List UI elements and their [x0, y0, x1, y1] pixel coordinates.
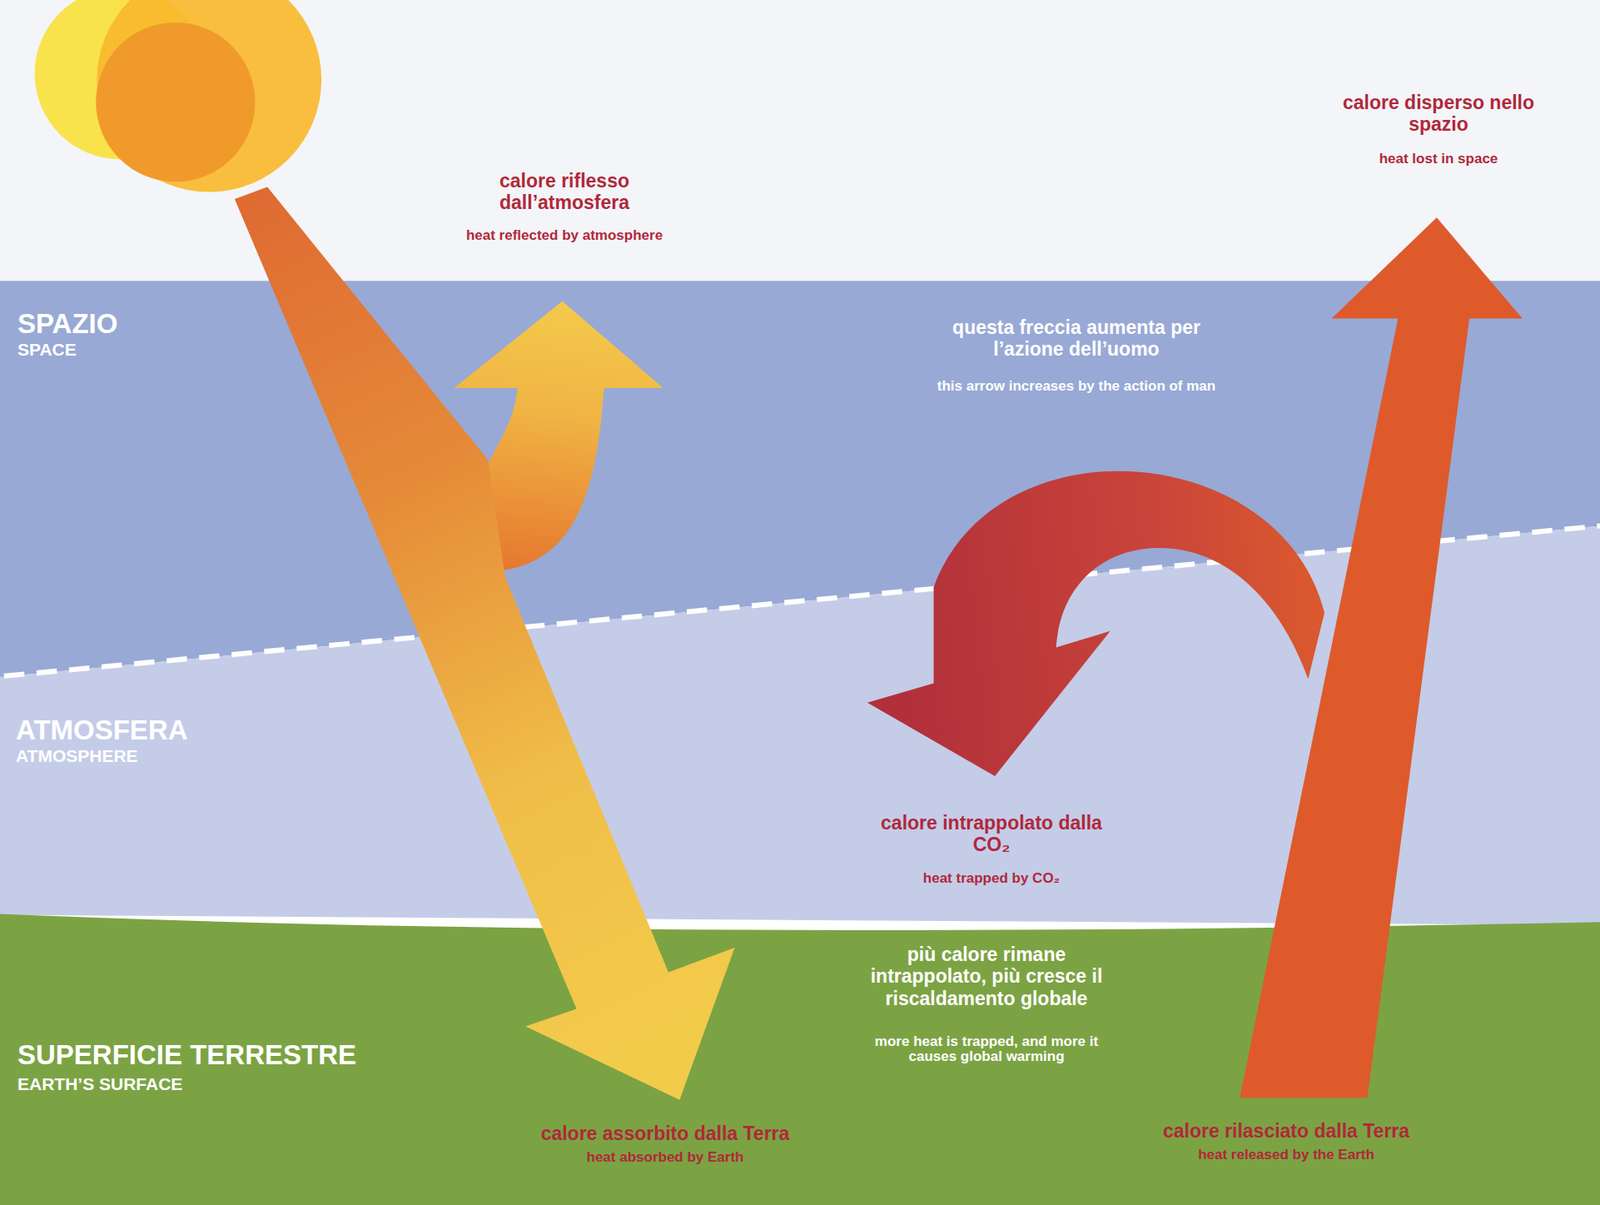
layer-name-english: EARTH’S SURFACE: [17, 1074, 183, 1093]
label-wrapper: heat released by the Earth: [1197, 1147, 1375, 1163]
arrow-label: calore disperso nello spazio: [1334, 91, 1543, 136]
arrow-label-english: heat lost in space: [1379, 151, 1499, 168]
label-wrapper: calore assorbito dalla Terra: [541, 1122, 791, 1144]
label-wrapper: SUPERFICIE TERRESTRE: [17, 1040, 357, 1069]
label-wrapper: calore rilasciato dalla Terra: [1162, 1120, 1410, 1142]
label-wrapper: this arrow increases by the action of ma…: [937, 378, 1216, 395]
label-wrapper: ATMOSFERA: [15, 715, 189, 744]
label-wrapper: heat lost in space: [1379, 151, 1499, 168]
sun-disc: [95, 22, 255, 182]
arrow-label: calore rilasciato dalla Terra: [1162, 1120, 1410, 1142]
arrow-label-english: heat reflected by atmosphere: [466, 228, 663, 244]
label-wrapper: heat trapped by CO₂: [923, 870, 1060, 887]
note-label: questa freccia aumenta per l’azione dell…: [943, 316, 1210, 361]
label-wrapper: più calore rimane intrappolato, più cres…: [847, 943, 1127, 1009]
arrow-label: calore riflesso dall’atmosfera: [452, 169, 677, 214]
layer-name: ATMOSFERA: [15, 715, 189, 744]
arrow-label: calore assorbito dalla Terra: [541, 1122, 791, 1144]
absorbed-heat-arrow: [234, 186, 736, 1099]
layer-name: SUPERFICIE TERRESTRE: [17, 1040, 357, 1069]
label-wrapper: questa freccia aumenta per l’azione dell…: [943, 316, 1210, 361]
layer-name-english: SPACE: [17, 340, 77, 358]
layer-name-english: ATMOSPHERE: [15, 746, 139, 765]
label-wrapper: heat reflected by atmosphere: [466, 228, 663, 244]
label-wrapper: calore riflesso dall’atmosfera: [452, 169, 677, 214]
sun: [34, 0, 322, 193]
label-wrapper: EARTH’S SURFACE: [17, 1074, 183, 1093]
label-wrapper: ATMOSPHERE: [15, 746, 139, 765]
label-wrapper: calore disperso nello spazio: [1334, 91, 1543, 136]
arrow-label: calore intrappolato dalla CO₂: [879, 811, 1104, 856]
arrow-label-english: heat released by the Earth: [1197, 1147, 1375, 1163]
arrow-label-english: heat trapped by CO₂: [923, 870, 1060, 887]
label-wrapper: more heat is trapped, and more it causes…: [864, 1033, 1110, 1064]
label-wrapper: heat absorbed by Earth: [586, 1149, 745, 1166]
label-wrapper: SPACE: [17, 340, 77, 358]
note-label-english: this arrow increases by the action of ma…: [937, 378, 1216, 395]
released-heat-arrow: [1239, 217, 1523, 1098]
arrow-label-english: heat absorbed by Earth: [586, 1149, 745, 1166]
note-label-english: more heat is trapped, and more it causes…: [864, 1033, 1110, 1064]
trapped-heat-arrow: [867, 471, 1325, 776]
label-wrapper: calore intrappolato dalla CO₂: [879, 811, 1104, 856]
layer-name: SPAZIO: [17, 309, 118, 338]
note-label: più calore rimane intrappolato, più cres…: [847, 943, 1127, 1009]
label-wrapper: SPAZIO: [17, 309, 118, 338]
